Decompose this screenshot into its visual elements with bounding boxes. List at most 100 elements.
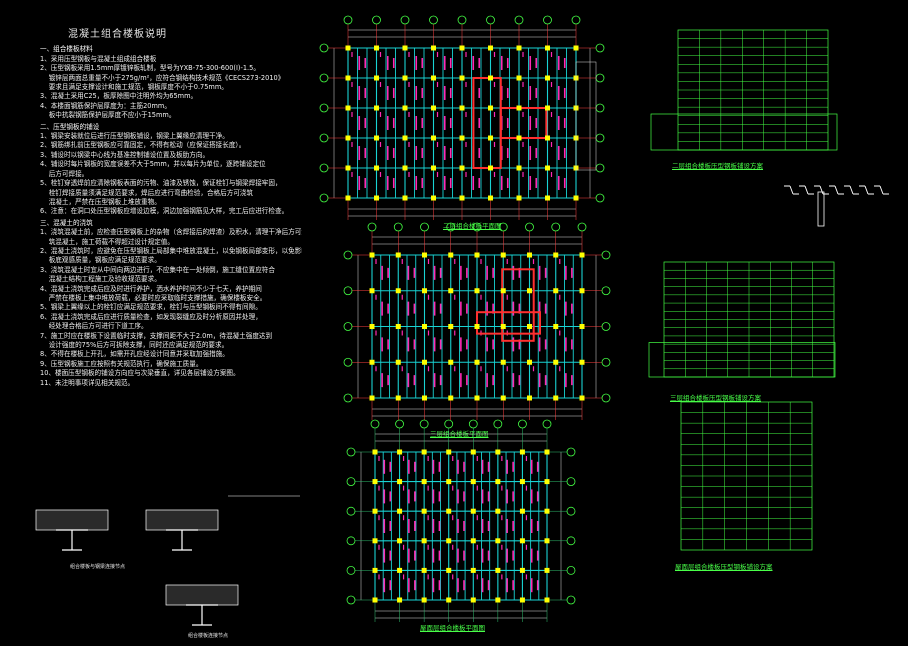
axis-bubble-icon <box>551 222 561 232</box>
column-marker-icon <box>527 359 532 365</box>
axis-bubble-icon <box>518 419 527 429</box>
axis-bubble-icon <box>370 419 380 429</box>
column-marker-icon <box>516 45 522 51</box>
column-marker-icon <box>495 508 501 514</box>
notes-item: 6、注意：在洞口处压型钢板应增设边模，洞边加强钢筋见大样，完工后应进行检查。 <box>40 207 289 216</box>
notes-item: 1、采用压型钢板与混凝土组成组合楼板 <box>40 54 157 63</box>
column-marker-icon <box>345 45 351 51</box>
column-marker-icon <box>516 135 522 141</box>
axis-bubble-icon <box>514 15 524 25</box>
deck-profile <box>864 185 869 195</box>
column-marker-icon <box>397 538 403 544</box>
axis-bubble-icon <box>319 103 329 113</box>
axis-bubble-icon <box>346 477 356 487</box>
notes-item: 5、栓钉穿透焊前应清除钢板表面的污物、油漆及锈蚀，保证栓钉与钢梁焊接牢固， <box>40 179 282 188</box>
notes-item: 2、混凝土浇筑时，应避免在压型钢板上局部集中堆放混凝土，以免钢板局部变形，以免影… <box>40 246 302 255</box>
column-marker-icon <box>345 195 351 201</box>
axis-bubble-icon <box>486 15 495 25</box>
column-marker-icon <box>488 75 493 81</box>
axis-bubble-icon <box>595 193 605 203</box>
column-marker-icon <box>397 567 403 573</box>
axis-bubble-icon <box>543 15 552 25</box>
caption-floor2-layout: 二层组合楼板平面图 <box>443 222 502 230</box>
caption-floor2-scheme: 二层组合楼板压型钢板铺设方案 <box>672 162 763 170</box>
axis-bubble-icon <box>498 222 508 232</box>
axis-bubble-icon <box>319 193 329 203</box>
column-marker-icon <box>544 479 550 485</box>
notes-item: 3、浇筑混凝土时宜从中间向两边进行，不应集中在一处倾倒，施工缝位置应符合 <box>40 265 275 274</box>
column-marker-icon <box>553 288 559 294</box>
notes-item: 10、楼面压型钢板的铺设方向应与次梁垂直，详见各层铺设方案图。 <box>40 369 240 378</box>
axis-bubble-icon <box>566 566 576 575</box>
axis-bubble-icon <box>566 447 576 457</box>
column-marker-icon <box>470 597 476 603</box>
column-marker-icon <box>470 567 476 573</box>
column-marker-icon <box>459 195 465 201</box>
column-marker-icon <box>527 252 532 258</box>
axis-bubble-icon <box>444 419 454 429</box>
outline-frame <box>575 61 597 171</box>
axis-bubble-icon <box>566 595 576 605</box>
column-marker-icon <box>519 597 525 603</box>
column-marker-icon <box>374 165 379 171</box>
axis-bubble-icon <box>319 43 329 53</box>
column-marker-icon <box>374 135 379 141</box>
slab-section <box>145 509 219 531</box>
column-marker-icon <box>519 538 525 544</box>
notes-item: 1、钢梁安装就位后进行压型钢板铺设，钢梁上翼缘应清理干净。 <box>40 132 229 141</box>
column-marker-icon <box>544 449 550 455</box>
column-marker-icon <box>431 45 436 51</box>
column-marker-icon <box>402 135 408 141</box>
column-marker-icon <box>500 324 506 329</box>
column-marker-icon <box>448 288 454 294</box>
column-marker-icon <box>579 252 585 258</box>
axis-bubble-icon <box>429 15 438 25</box>
column-marker-icon <box>374 195 379 201</box>
notes-item: 3、铺设时以钢梁中心线为基准控制铺设位置及板肋方向。 <box>40 150 210 159</box>
axis-bubble-icon <box>343 357 353 367</box>
axis-bubble-icon <box>601 322 611 331</box>
axis-bubble-icon <box>346 566 356 575</box>
column-marker-icon <box>545 135 550 141</box>
column-marker-icon <box>470 449 476 455</box>
column-marker-icon <box>488 135 493 141</box>
column-marker-icon <box>544 508 550 514</box>
column-marker-icon <box>579 288 585 294</box>
notes-item: 要求且满足支撑设计和施工规范，钢板厚度不小于0.75mm。 <box>40 83 228 92</box>
notes-item: 严禁在楼板上集中堆放荷载，必要时应采取临时支撑措施，确保楼板安全。 <box>40 293 267 302</box>
column-marker-icon <box>527 324 532 329</box>
notes-item: 混凝土结构工程施工及验收规范要求。 <box>40 275 161 284</box>
column-marker-icon <box>516 195 522 201</box>
column-marker-icon <box>422 395 427 401</box>
column-marker-icon <box>553 324 559 329</box>
notes-item: 6、混凝土浇筑完成后应进行质量检查，如发现裂缝应及时分析原因并处理， <box>40 312 262 321</box>
column-marker-icon <box>545 75 550 81</box>
column-marker-icon <box>553 359 559 365</box>
column-marker-icon <box>402 105 408 111</box>
notes-section-heading: 一、组合楼板材料 <box>40 45 93 54</box>
column-marker-icon <box>474 324 480 329</box>
column-marker-icon <box>470 538 476 544</box>
axis-bubble-icon <box>595 103 605 113</box>
column-marker-icon <box>495 449 501 455</box>
notes-item: 2、钢筋绑扎前压型钢板应可靠固定，不得有松动（应保证搭接长度）。 <box>40 141 246 150</box>
axis-bubble-icon <box>577 222 587 232</box>
notes-item: 9、压型钢板施工应按照有关规范执行，确保施工质量。 <box>40 359 203 368</box>
column-marker-icon <box>553 252 559 258</box>
column-marker-icon <box>369 324 375 329</box>
axis-bubble-icon <box>571 15 581 25</box>
column-marker-icon <box>372 449 378 455</box>
axis-bubble-icon <box>346 595 356 605</box>
deck-profile <box>879 185 884 195</box>
axis-bubble-icon <box>400 15 410 25</box>
notes-item: 7、施工时应在楼板下设置临时支撑，支撑间距不大于2.0m，待混凝土强度达到 <box>40 331 273 340</box>
axis-bubble-icon <box>566 477 576 487</box>
column-marker-icon <box>402 195 408 201</box>
axis-bubble-icon <box>346 536 356 546</box>
axis-bubble-icon <box>343 322 353 331</box>
column-marker-icon <box>495 538 501 544</box>
column-marker-icon <box>448 359 454 365</box>
column-marker-icon <box>421 479 427 485</box>
notes-item: 镀锌层两面总重量不小于275g/m²，应符合钢结构技术规范《CECS273-20… <box>40 73 285 82</box>
